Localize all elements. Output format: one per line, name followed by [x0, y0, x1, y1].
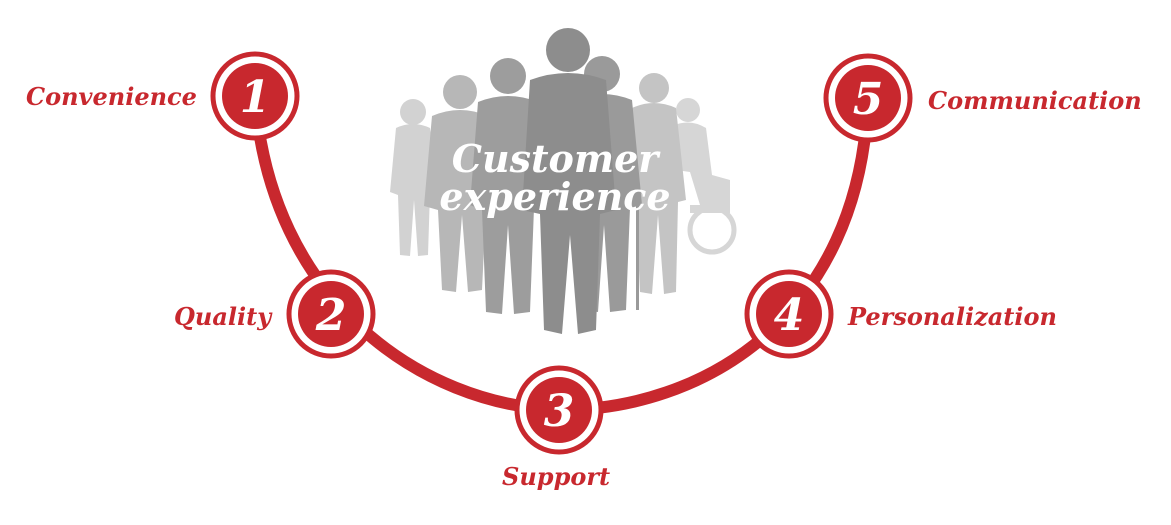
step-badge-1: 1 — [210, 51, 300, 141]
step-number-2: 2 — [315, 290, 347, 341]
step-badge-2: 2 — [286, 269, 376, 359]
step-number-5: 5 — [853, 74, 884, 125]
step-number-4: 4 — [774, 290, 805, 341]
step-label-support: Support — [502, 462, 611, 491]
crowd-silhouette-icon — [390, 28, 737, 334]
step-label-communication: Communication — [928, 86, 1142, 115]
step-label-quality: Quality — [174, 302, 272, 331]
step-number-3: 3 — [544, 386, 575, 437]
step-label-personalization: Personalization — [848, 302, 1057, 331]
center-title-line-1: Customer — [451, 136, 659, 181]
step-badge-3: 3 — [514, 365, 604, 455]
step-label-convenience: Convenience — [26, 82, 197, 111]
center-title: Customer experience — [430, 140, 680, 216]
step-badge-5: 5 — [823, 53, 913, 143]
step-badge-4: 4 — [744, 269, 834, 359]
step-number-1: 1 — [240, 72, 271, 123]
center-title-line-2: experience — [439, 174, 671, 219]
